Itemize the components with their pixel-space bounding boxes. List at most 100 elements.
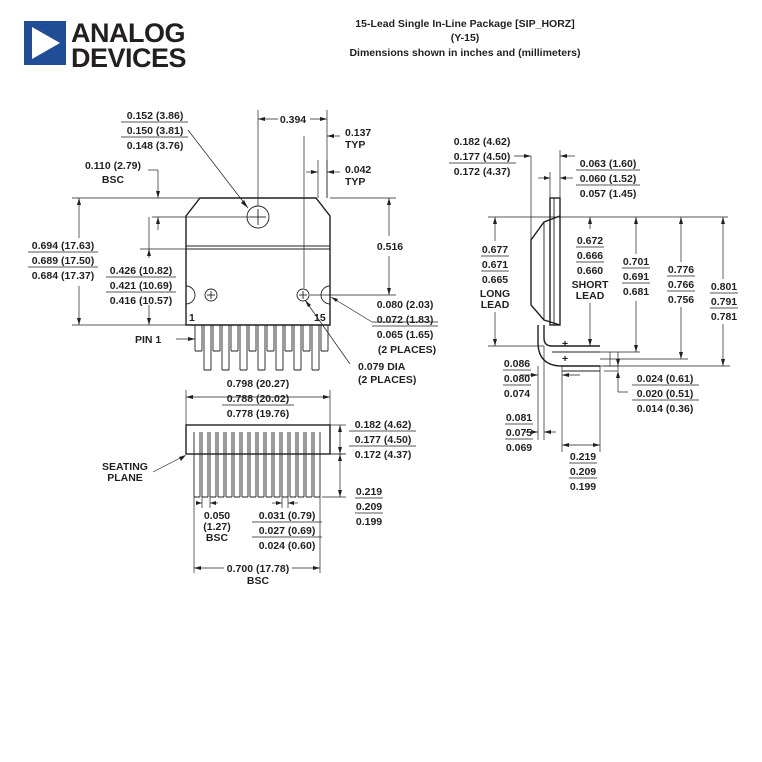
index-mark-left (204, 288, 218, 302)
hole-to-bottom-min: 0.416 (10.57) (110, 295, 172, 307)
short-lead-max: 0.672 (577, 235, 603, 247)
lead-width-max: 0.031 (0.79) (259, 510, 316, 522)
body-thickness-min: 0.172 (4.37) (355, 449, 412, 461)
seating-plane-label: SEATING (102, 461, 148, 473)
svg-text:LEAD: LEAD (481, 299, 510, 311)
body-thickness-max: 0.182 (4.62) (355, 419, 412, 431)
top-body-outline (185, 197, 331, 326)
index-mark-right (296, 288, 310, 302)
body-thickness-nom: 0.177 (4.50) (355, 434, 412, 446)
lead-width-min: 0.024 (0.60) (259, 540, 316, 552)
dim-776-nom: 0.766 (668, 279, 694, 291)
top-view: 1 15 0.394 0.137 TYP 0.042 TYP 0.152 (3.… (28, 110, 438, 386)
hole-span-dim: 0.394 (280, 114, 306, 126)
svg-text:BSC: BSC (247, 575, 270, 587)
corner-notch-left (185, 285, 196, 305)
side-tab-outline (549, 197, 561, 326)
logo-line2: DEVICES (71, 43, 186, 73)
hole-dia-min: 0.148 (3.76) (127, 140, 184, 152)
hole-dia-max: 0.152 (3.86) (127, 110, 184, 122)
front-view-leads (193, 432, 321, 498)
top-view-pins (194, 325, 329, 371)
tab-thickness-nom: 0.060 (1.52) (580, 173, 637, 185)
lead-span-dim: 0.700 (17.78) (227, 563, 289, 575)
svg-text:PLANE: PLANE (107, 472, 143, 484)
dim-776-min: 0.756 (668, 294, 694, 306)
svg-text:LEAD: LEAD (576, 290, 605, 302)
short-lead-label: SHORT (572, 279, 609, 291)
units-note: Dimensions shown in inches and (millimet… (349, 47, 580, 59)
lead-length-nom: 0.209 (356, 501, 382, 513)
body-height-nom: 0.689 (17.50) (32, 255, 94, 267)
dim-701-max: 0.701 (623, 256, 649, 268)
hole-dia-nom: 0.150 (3.81) (127, 125, 184, 137)
long-lead-min: 0.665 (482, 274, 508, 286)
short-lead-nom: 0.666 (577, 250, 603, 262)
body-width-nom: 0.788 (20.02) (227, 393, 289, 405)
pin-1-label: PIN 1 (135, 334, 161, 346)
lead-foot-max: 0.219 (570, 451, 596, 463)
mark-dia-nom: 0.072 (1.83) (377, 314, 434, 326)
dim-801-nom: 0.791 (711, 296, 737, 308)
tab-thickness-min: 0.057 (1.45) (580, 188, 637, 200)
front-view: 0.798 (20.27) 0.788 (20.02) 0.778 (19.76… (102, 378, 416, 587)
lead-offset-086-max: 0.086 (504, 358, 530, 370)
side-thickness-min: 0.172 (4.37) (454, 166, 511, 178)
body-height-min: 0.684 (17.37) (32, 270, 94, 282)
package-title: 15-Lead Single In-Line Package [SIP_HORZ… (355, 18, 574, 30)
long-lead (543, 325, 600, 347)
body-height-max: 0.694 (17.63) (32, 240, 94, 252)
body-width-min: 0.778 (19.76) (227, 408, 289, 420)
lead-length-max: 0.219 (356, 486, 382, 498)
long-lead-nom: 0.671 (482, 259, 508, 271)
side-body-outline (530, 215, 561, 326)
lead-offset-081-max: 0.081 (506, 412, 532, 424)
hole-to-bottom-nom: 0.421 (10.69) (110, 280, 172, 292)
svg-text:TYP: TYP (345, 176, 365, 188)
side-mark-1: + (562, 353, 568, 365)
body-width-max: 0.798 (20.27) (227, 378, 289, 390)
logo-triangle-icon (32, 27, 60, 59)
mark-dia-min: 0.065 (1.65) (377, 329, 434, 341)
tab-thickness-max: 0.063 (1.60) (580, 158, 637, 170)
pin-offset-042: 0.042 (345, 164, 371, 176)
lead-foot-min: 0.199 (570, 481, 596, 493)
package-code: (Y-15) (451, 32, 480, 44)
pin-offset-137: 0.137 (345, 127, 371, 139)
mark-dia-note: (2 PLACES) (378, 344, 436, 356)
tab-center-dim: 0.110 (2.79) (85, 160, 141, 172)
lead-offset-081-nom: 0.075 (506, 427, 532, 439)
lead-offset-086-min: 0.074 (504, 388, 530, 400)
lead-thickness-min: 0.014 (0.36) (637, 403, 694, 415)
dim-776-max: 0.776 (668, 264, 694, 276)
side-view: + + 0.182 (4.62) 0.177 (4.50) 0.172 (4.3… (449, 136, 738, 493)
logo-line1: ANALOG (71, 18, 185, 48)
dim-701-min: 0.681 (623, 286, 649, 298)
small-dia-dim: 0.079 DIA (358, 361, 406, 373)
lead-width-nom: 0.027 (0.69) (259, 525, 316, 537)
lead-thickness-max: 0.024 (0.61) (637, 373, 694, 385)
svg-text:TYP: TYP (345, 139, 365, 151)
pin-15-number: 15 (314, 312, 326, 324)
svg-text:BSC: BSC (206, 532, 229, 544)
dim-701-nom: 0.691 (623, 271, 649, 283)
analog-devices-logo: ANALOG DEVICES (24, 18, 187, 73)
lead-thickness-nom: 0.020 (0.51) (637, 388, 694, 400)
pin-1-number: 1 (189, 312, 195, 324)
svg-text:(1.27): (1.27) (203, 521, 230, 533)
mark-dia-max: 0.080 (2.03) (377, 299, 434, 311)
mark-to-bottom-dim: 0.516 (377, 241, 403, 253)
dim-801-min: 0.781 (711, 311, 737, 323)
lead-length-min: 0.199 (356, 516, 382, 528)
pitch-dim: 0.050 (204, 510, 230, 522)
dim-801-max: 0.801 (711, 281, 737, 293)
side-mark-2: + (562, 338, 568, 350)
long-lead-max: 0.677 (482, 244, 508, 256)
long-lead-label: LONG (480, 288, 510, 300)
hole-to-bottom-max: 0.426 (10.82) (110, 265, 172, 277)
side-thickness-max: 0.182 (4.62) (454, 136, 511, 148)
svg-text:(2 PLACES): (2 PLACES) (358, 374, 416, 386)
side-thickness-nom: 0.177 (4.50) (454, 151, 511, 163)
short-lead-min: 0.660 (577, 265, 603, 277)
